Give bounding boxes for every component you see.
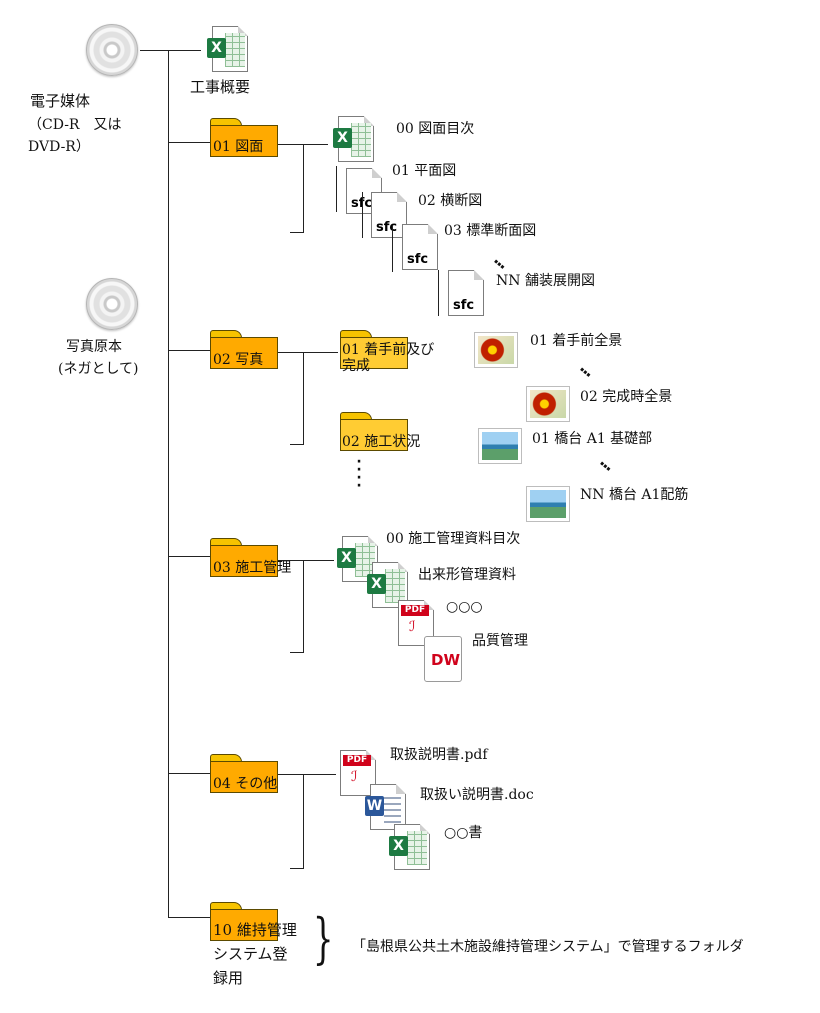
cd2-label-line2: (ネガとして) [58, 361, 139, 377]
folder-03-label: 03 施工管理 [213, 560, 292, 576]
f01-sub-end [290, 232, 304, 233]
ellipsis-dots: ··· [593, 454, 616, 477]
photo-thumbnail-icon[interactable] [526, 486, 570, 522]
f02-sub-v [303, 352, 304, 444]
f03-sub-v [303, 560, 304, 652]
excel-file-icon[interactable]: X [333, 116, 374, 162]
sfc-stack-line-2 [362, 192, 363, 238]
overview-label: 工事概要 [190, 78, 251, 96]
photo-subfolder-1-label-a: 01 着手前及び [342, 342, 435, 358]
construction-01-label: 出来形管理資料 [418, 567, 516, 583]
photo-subfolder-2-label: 02 施工状況 [342, 434, 421, 450]
excel-file-icon[interactable]: X [207, 26, 248, 72]
folder-10-note: 「島根県公共土木施設維持管理システム」で管理するフォルダ [352, 939, 744, 955]
folder-02-icon[interactable] [210, 330, 278, 370]
f03-out [278, 560, 334, 561]
folder-03-icon[interactable] [210, 538, 278, 578]
drawing-00-label: 00 図面目次 [396, 121, 475, 137]
photo-subfolder-1-icon[interactable] [340, 330, 408, 370]
branch-01 [168, 142, 210, 143]
cd-connector [140, 50, 200, 51]
sfc-file-icon[interactable]: sfc [448, 270, 484, 316]
cd-disc-icon [86, 24, 138, 76]
f03-sub-end [290, 652, 304, 653]
sfc-stack-line-4 [438, 270, 439, 316]
vertical-ellipsis: ···· [356, 454, 362, 494]
sfc-file-icon[interactable]: sfc [371, 192, 407, 238]
trunk-line [168, 50, 169, 918]
photo-thumbnail-icon[interactable] [478, 428, 522, 464]
drawing-02-label: 02 横断図 [418, 193, 483, 209]
photo-thumbnail-icon[interactable] [526, 386, 570, 422]
photo-subfolder-1-label-b: 完成 [342, 358, 370, 374]
folder-04-label: 04 その他 [213, 776, 278, 792]
photo-03-label: 01 橋台 A1 基礎部 [532, 431, 653, 447]
drawing-01-label: 01 平面図 [392, 163, 457, 179]
branch-02 [168, 350, 210, 351]
f01-sub-v [303, 144, 304, 232]
other-03-label: ○○書 [444, 825, 483, 841]
folder-04-icon[interactable] [210, 754, 278, 794]
f02-sub-end [290, 444, 304, 445]
ellipsis-dots: ··· [573, 360, 596, 383]
folder-10-icon[interactable] [210, 902, 278, 942]
cd-label-line2: （CD-R 又は [28, 117, 122, 133]
construction-02-label: ○○○ [446, 599, 483, 615]
sfc-stack-line-3 [392, 226, 393, 272]
branch-04 [168, 773, 210, 774]
cd-label-line3: DVD-R） [28, 139, 90, 155]
photo-01-label: 01 着手前全景 [530, 333, 623, 349]
drawing-03-label: 03 標準断面図 [444, 223, 537, 239]
photo-02-label: 02 完成時全景 [580, 389, 673, 405]
f04-out [278, 774, 336, 775]
construction-00-label: 00 施工管理資料目次 [386, 531, 521, 547]
folder-01-icon[interactable] [210, 118, 278, 158]
folder-10-label-b: システム登 [213, 945, 288, 963]
dw-file-icon[interactable]: DW [424, 636, 462, 682]
word-file-icon[interactable]: W [365, 784, 406, 830]
f04-sub-end [290, 868, 304, 869]
cd-disc-icon-2 [86, 278, 138, 330]
photo-subfolder-2-icon[interactable] [340, 412, 408, 452]
folder-10-label-c: 録用 [213, 969, 244, 987]
photo-nn-label: NN 橋台 A1配筋 [580, 487, 689, 503]
drawing-nn-label: NN 舗装展開図 [496, 273, 595, 289]
overview-connector-v [200, 50, 201, 51]
cd-label-line1: 電子媒体 [30, 92, 91, 110]
excel-file-icon[interactable]: X [389, 824, 430, 870]
sfc-file-icon[interactable]: sfc [402, 224, 438, 270]
branch-10 [168, 917, 210, 918]
construction-03-label: 品質管理 [472, 633, 528, 649]
cd2-label-line1: 写真原本 [66, 339, 122, 355]
branch-03 [168, 556, 210, 557]
f02-out [278, 352, 338, 353]
sfc-stack-line [336, 166, 337, 212]
folder-01-label: 01 図面 [213, 139, 264, 155]
f04-sub-v [303, 774, 304, 868]
folder-02-label: 02 写真 [213, 352, 264, 368]
photo-thumbnail-icon[interactable] [474, 332, 518, 368]
other-02-label: 取扱い説明書.doc [420, 787, 534, 803]
other-01-label: 取扱説明書.pdf [390, 747, 488, 763]
folder-10-label-a: 10 維持管理 [213, 921, 297, 939]
right-brace: } [312, 907, 334, 970]
